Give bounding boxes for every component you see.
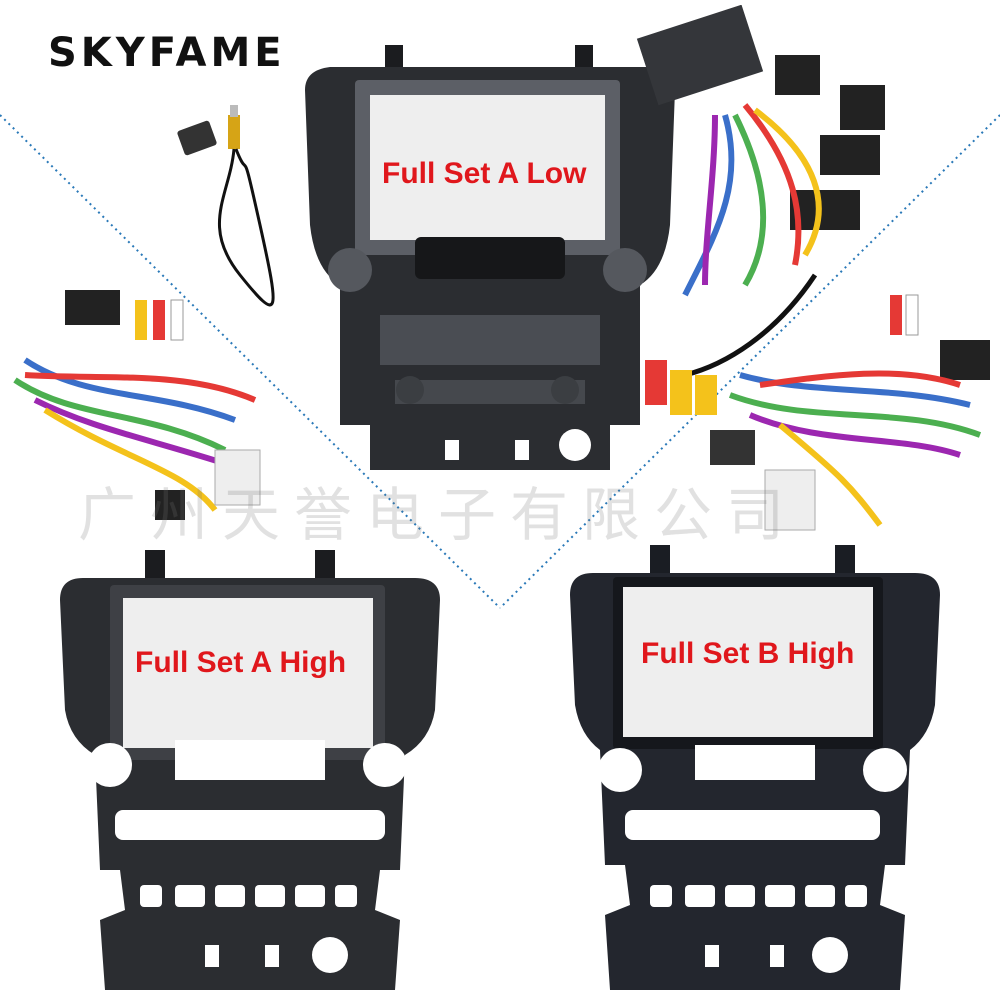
frame-a-high-image — [60, 550, 440, 990]
label-full-set-a-low: Full Set A Low — [382, 157, 587, 190]
left-wiring-harness — [13, 290, 261, 520]
frame-a-low-image — [305, 45, 675, 470]
brand-logo: SKYFAME — [48, 30, 286, 76]
label-full-set-a-high: Full Set A High — [135, 646, 347, 679]
rca-adapter-cable — [177, 105, 275, 307]
frame-b-high-image — [570, 545, 940, 990]
company-watermark: 广州天誉电子有限公司 — [78, 481, 799, 549]
right-wiring-harness — [710, 294, 990, 531]
canbus-wiring-harness — [636, 5, 885, 415]
label-full-set-b-high: Full Set B High — [641, 637, 855, 670]
